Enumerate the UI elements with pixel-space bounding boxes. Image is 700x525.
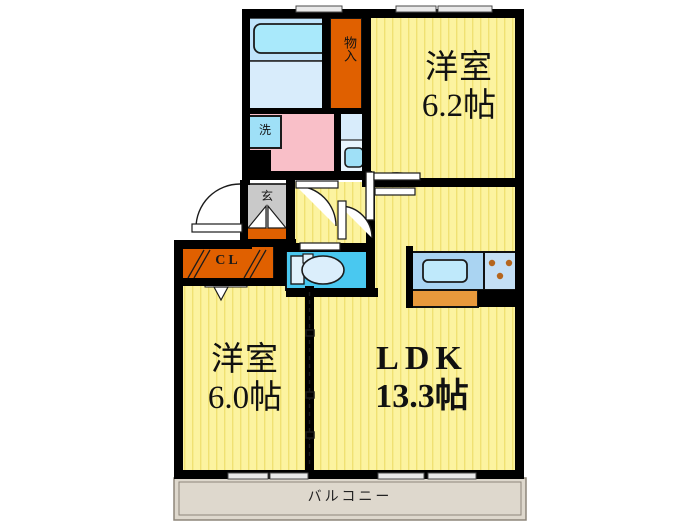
doors bbox=[191, 171, 421, 468]
windows bbox=[227, 5, 493, 480]
kitchen-sink-icon bbox=[422, 259, 468, 283]
closet-cl bbox=[181, 245, 275, 302]
vanity-sink-icon bbox=[344, 147, 364, 168]
floor-stripes bbox=[180, 16, 518, 470]
kitchen-counter-front bbox=[411, 289, 479, 308]
toilet-bowl-icon bbox=[301, 255, 345, 285]
balcony-area bbox=[173, 477, 527, 521]
kitchen-area bbox=[411, 251, 519, 308]
stove-icon bbox=[483, 251, 519, 291]
toilet-area bbox=[285, 249, 373, 291]
genkan-area bbox=[245, 183, 289, 245]
washer-icon bbox=[248, 115, 282, 149]
closet-monoiri bbox=[329, 17, 363, 111]
